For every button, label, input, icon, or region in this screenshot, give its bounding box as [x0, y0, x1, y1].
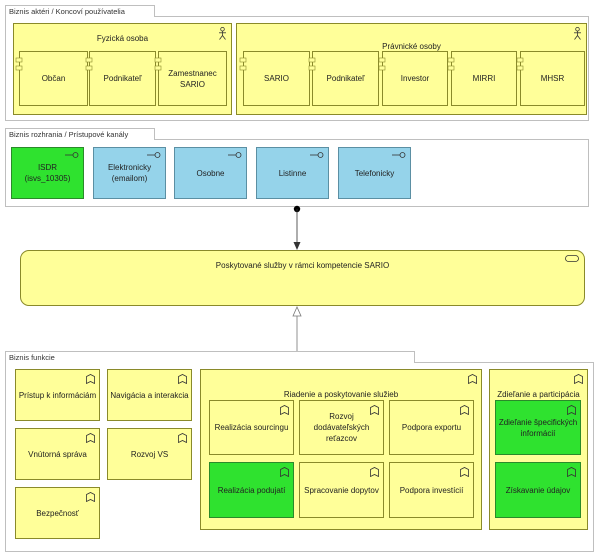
function-icon	[86, 492, 95, 502]
channel-osobne[interactable]: Osobne	[174, 147, 247, 199]
function-icon	[178, 433, 187, 443]
function-podpora-exportu[interactable]: Podpora exportu	[389, 400, 474, 455]
channel-listinne[interactable]: Listinne	[256, 147, 329, 199]
function-label: Navigácia a interakcia	[110, 390, 189, 400]
function-icon	[460, 405, 469, 415]
actor-label: MHSR	[540, 74, 565, 83]
actor-label: Zamestnanec SARIO	[168, 68, 217, 89]
channel-label: ISDR (isvs_10305)	[24, 163, 71, 183]
function-label: Rozvoj dodávateľských reťazcov	[313, 412, 370, 443]
function-label: Realizácia podujatí	[217, 485, 286, 495]
function-icon	[574, 374, 583, 384]
actor-sario[interactable]: SARIO	[243, 51, 310, 106]
channel-telefonicky[interactable]: Telefonicky	[338, 147, 411, 199]
serving-arrowhead	[293, 242, 301, 250]
function-label: Spracovanie dopytov	[304, 485, 379, 495]
function-label: Rozvoj VS	[130, 449, 169, 459]
function-spracovanie-dopytov[interactable]: Spracovanie dopytov	[299, 462, 384, 518]
channel-label: Elektronicky (emailom)	[107, 163, 152, 183]
actor-mirri[interactable]: MIRRI	[451, 51, 517, 106]
actor-label: Občan	[41, 74, 66, 83]
function-label: Podpora investícií	[399, 485, 464, 495]
channel-label: Osobne	[196, 168, 225, 178]
interface-icon	[310, 152, 324, 158]
function-label: Podpora exportu	[401, 423, 462, 432]
actor-label: SARIO	[264, 74, 289, 83]
function-icon	[280, 467, 289, 477]
interface-icon	[147, 152, 161, 158]
function-icon	[86, 374, 95, 384]
function-icon	[567, 467, 576, 477]
interface-icon	[228, 152, 242, 158]
function-icon	[86, 433, 95, 443]
function-icon	[370, 405, 379, 415]
actor-podnikatel-po[interactable]: Podnikateľ	[312, 51, 379, 106]
function-label: Realizácia sourcingu	[214, 423, 289, 432]
actor-zamestnanec-sario[interactable]: Zamestnanec SARIO	[158, 51, 227, 106]
channel-label: Listinne	[278, 168, 307, 178]
function-label: Vnútorná správa	[28, 449, 87, 459]
realization-arrowhead	[292, 306, 302, 317]
actor-investor[interactable]: Investor	[382, 51, 448, 106]
function-vnutorna-sprava[interactable]: Vnútorná správa	[15, 428, 100, 480]
function-label: Získavanie údajov	[505, 485, 571, 495]
function-rozvoj-dodavatelskych-retazcov[interactable]: Rozvoj dodávateľských reťazcov	[299, 400, 384, 455]
function-icon	[468, 374, 477, 384]
service-label: Poskytované služby v rámci kompetencie S…	[215, 261, 390, 270]
actor-label: MIRRI	[472, 74, 496, 83]
actor-obcan[interactable]: Občan	[19, 51, 88, 106]
actor-icon	[574, 27, 581, 40]
natural-person-title: Fyzická osoba	[96, 34, 149, 43]
interface-icon	[392, 152, 406, 158]
function-bezpecnost[interactable]: Bezpečnosť	[15, 487, 100, 539]
actor-label: Podnikateľ	[103, 74, 142, 83]
function-pristup-k-informaciam[interactable]: Prístup k informáciám	[15, 369, 100, 421]
function-label: Prístup k informáciám	[18, 390, 97, 400]
function-label: Bezpečnosť	[36, 508, 79, 518]
functions-group-title: Biznis funkcie	[5, 351, 415, 363]
function-icon	[460, 467, 469, 477]
business-service[interactable]: Poskytované služby v rámci kompetencie S…	[20, 250, 585, 306]
function-navigacia-a-interakcia[interactable]: Navigácia a interakcia	[107, 369, 192, 421]
actors-group-title: Biznis aktéri / Koncoví používatelia	[5, 5, 155, 17]
function-realizacia-podujati[interactable]: Realizácia podujatí	[209, 462, 294, 518]
channel-elektronicky[interactable]: Elektronicky (emailom)	[93, 147, 166, 199]
function-podpora-investicii[interactable]: Podpora investícií	[389, 462, 474, 518]
actor-icon	[219, 27, 226, 40]
actor-label: Investor	[400, 74, 430, 83]
actor-mhsr[interactable]: MHSR	[520, 51, 585, 106]
function-zdielanie-specifickych-informacii[interactable]: Zdieľanie špecifických informácií	[495, 400, 581, 455]
service-icon	[565, 255, 579, 262]
interface-icon	[65, 152, 79, 158]
channels-group-title: Biznis rozhrania / Prístupové kanály	[5, 128, 155, 140]
channel-label: Telefonicky	[354, 168, 395, 178]
legal-person-title: Právnické osoby	[382, 42, 441, 51]
function-ziskavanie-udajov[interactable]: Získavanie údajov	[495, 462, 581, 518]
channel-isdr[interactable]: ISDR (isvs_10305)	[11, 147, 84, 199]
function-realizacia-sourcingu[interactable]: Realizácia sourcingu	[209, 400, 294, 455]
function-icon	[567, 405, 576, 415]
function-label: Zdieľanie špecifických informácií	[498, 417, 578, 438]
function-icon	[178, 374, 187, 384]
sharing-title: Zdieľanie a participácia	[497, 390, 580, 399]
function-rozvoj-vs[interactable]: Rozvoj VS	[107, 428, 192, 480]
function-icon	[370, 467, 379, 477]
function-icon	[280, 405, 289, 415]
actor-podnikatel-fo[interactable]: Podnikateľ	[89, 51, 156, 106]
management-title: Riadenie a poskytovanie služieb	[283, 390, 399, 399]
actor-label: Podnikateľ	[326, 74, 365, 83]
